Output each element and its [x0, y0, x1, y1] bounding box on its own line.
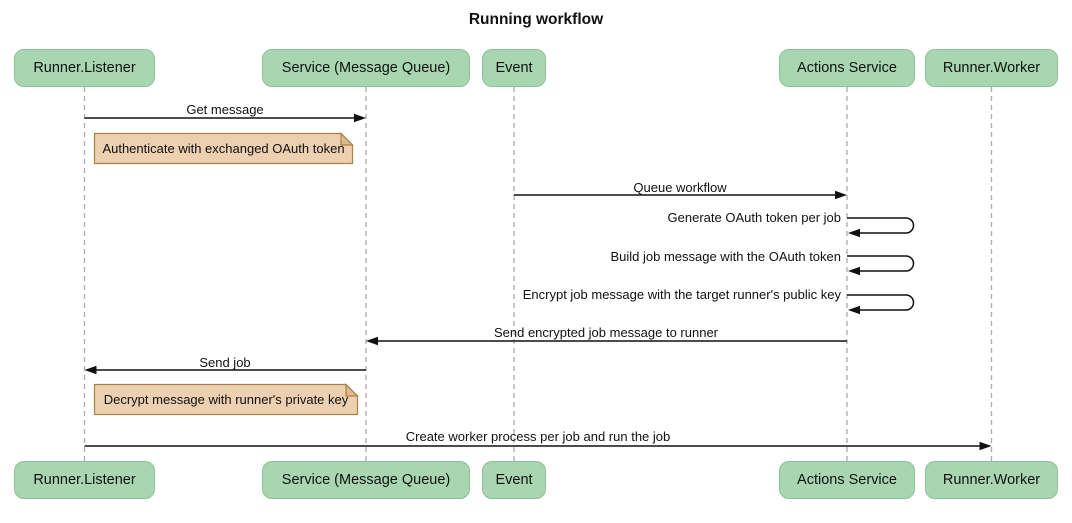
- note-decrypt-text: Decrypt message with runner's private ke…: [103, 392, 349, 407]
- note-authenticate-text: Authenticate with exchanged OAuth token: [102, 141, 345, 156]
- participant-event-bottom: Event: [482, 461, 546, 499]
- arrowhead-left-icon: [848, 305, 860, 315]
- arrowhead-left-icon: [848, 228, 860, 238]
- message-label-queue-workflow: Queue workflow: [633, 180, 727, 195]
- participant-runner-listener-top: Runner.Listener: [14, 49, 155, 87]
- selfloop-generate-oauth: [847, 217, 915, 234]
- participant-event-top: Event: [482, 49, 546, 87]
- diagram-title: Running workflow: [468, 11, 604, 28]
- participant-service-message-queue-bottom: Service (Message Queue): [262, 461, 470, 499]
- selfloop-encrypt-job-message: [847, 294, 915, 311]
- message-label-build-job-message: Build job message with the OAuth token: [610, 249, 841, 264]
- selfloop-build-job-message: [847, 255, 915, 272]
- participant-runner-worker-top: Runner.Worker: [925, 49, 1058, 87]
- note-authenticate-shape: [93, 132, 354, 165]
- message-label-generate-oauth: Generate OAuth token per job: [667, 210, 841, 225]
- arrowhead-right-icon: [835, 190, 847, 200]
- message-label-send-encrypted-job: Send encrypted job message to runner: [493, 325, 719, 340]
- arrowhead-right-icon: [354, 113, 366, 123]
- note-fold-icon: [345, 383, 359, 397]
- arrowhead-left-icon: [84, 365, 97, 375]
- message-label-send-job: Send job: [199, 355, 251, 370]
- participant-service-message-queue-top: Service (Message Queue): [262, 49, 470, 87]
- message-label-create-worker: Create worker process per job and run th…: [405, 429, 671, 444]
- note-fold-icon: [340, 132, 354, 146]
- message-label-get-message: Get message: [186, 102, 264, 117]
- arrowhead-left-icon: [366, 336, 378, 346]
- participant-runner-worker-bottom: Runner.Worker: [925, 461, 1058, 499]
- participant-actions-service-top: Actions Service: [779, 49, 915, 87]
- message-label-encrypt-job-message: Encrypt job message with the target runn…: [522, 287, 841, 302]
- participant-runner-listener-bottom: Runner.Listener: [14, 461, 155, 499]
- participant-actions-service-bottom: Actions Service: [779, 461, 915, 499]
- arrowhead-left-icon: [848, 266, 860, 276]
- note-decrypt-shape: [93, 383, 359, 416]
- arrowhead-right-icon: [979, 441, 992, 451]
